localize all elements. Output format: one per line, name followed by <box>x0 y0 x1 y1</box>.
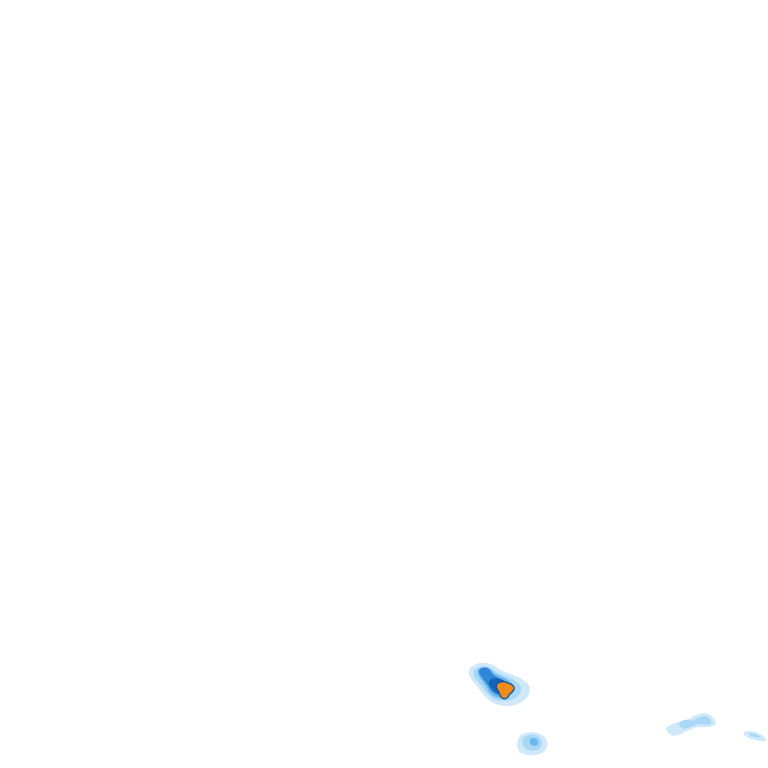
precip-core-intense <box>495 681 515 700</box>
precip-cell-far-right-streak <box>743 730 767 742</box>
precip-cell-lower-cluster <box>517 732 548 756</box>
precip-band-medium <box>679 716 712 729</box>
precip-cell-right-streak <box>666 713 716 736</box>
precip-band-medium <box>529 737 539 746</box>
precip-cell-main-cluster <box>468 662 530 707</box>
precip-band-medium <box>749 733 761 738</box>
